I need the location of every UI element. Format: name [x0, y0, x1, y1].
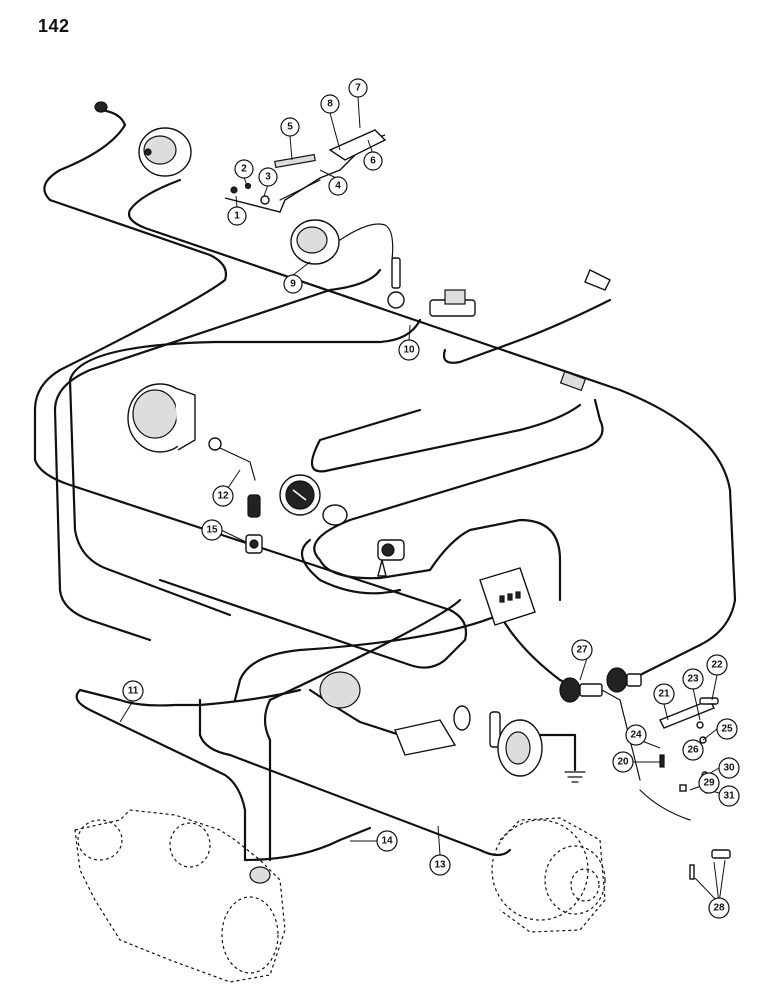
pilot-light-27 [559, 677, 641, 781]
leader-lines [119, 96, 726, 904]
bracket-hardware [639, 697, 719, 821]
callout-23: 23 [682, 668, 704, 690]
callout-3: 3 [258, 167, 278, 187]
callout-22-label: 22 [711, 660, 723, 671]
callout-20-label: 20 [617, 757, 629, 768]
sender-plug [94, 101, 108, 113]
callout-28-label: 28 [713, 903, 725, 914]
fuse-block [479, 567, 536, 626]
callout-10-label: 10 [403, 345, 415, 356]
alternator [491, 817, 606, 933]
callout-21: 21 [653, 683, 675, 705]
callout-8-label: 8 [327, 99, 333, 110]
fitting-15 [245, 534, 263, 554]
callout-12: 12 [212, 485, 234, 507]
callout-27-label: 27 [576, 645, 588, 656]
callout-29-label: 29 [703, 778, 715, 789]
light-switch [489, 711, 543, 777]
callout-13-label: 13 [434, 860, 446, 871]
callout-31: 31 [718, 785, 740, 807]
callout-5: 5 [280, 117, 300, 137]
callout-30-label: 30 [723, 763, 735, 774]
callout-28: 28 [708, 897, 730, 919]
gauge-9 [290, 219, 405, 309]
callout-14: 14 [376, 830, 398, 852]
callout-14-label: 14 [381, 836, 393, 847]
callout-9: 9 [283, 274, 303, 294]
callout-11-label: 11 [128, 686, 139, 697]
callout-9-label: 9 [290, 279, 296, 290]
callout-24: 24 [625, 724, 647, 746]
callout-13: 13 [429, 854, 451, 876]
page-number: 142 [38, 16, 70, 36]
callout-25: 25 [716, 718, 738, 740]
starter-motor [74, 809, 286, 983]
callout-12-label: 12 [217, 491, 229, 502]
callout-20: 20 [612, 751, 634, 773]
ground-symbol [564, 771, 586, 783]
callout-8: 8 [320, 94, 340, 114]
bracket-upper-right [559, 370, 587, 392]
callout-26-label: 26 [687, 745, 699, 756]
callout-1-label: 1 [234, 211, 240, 222]
callout-7-label: 7 [355, 83, 361, 94]
callout-26: 26 [682, 739, 704, 761]
hardware-28 [689, 849, 731, 880]
callout-30: 30 [718, 757, 740, 779]
callout-22: 22 [706, 654, 728, 676]
ammeter [279, 474, 348, 526]
callout-21-label: 21 [658, 689, 670, 700]
callout-6: 6 [363, 151, 383, 171]
callout-29: 29 [698, 772, 720, 794]
callout-10: 10 [398, 339, 420, 361]
callout-11: 11 [122, 680, 144, 702]
callout-15-label: 15 [206, 525, 218, 536]
callout-3-label: 3 [265, 172, 271, 183]
callout-2: 2 [234, 159, 254, 179]
tachometer [127, 383, 196, 453]
callout-24-label: 24 [630, 730, 642, 741]
callout-31-label: 31 [723, 791, 735, 802]
callout-5-label: 5 [287, 122, 293, 133]
gauge-top [138, 127, 192, 177]
sender-12 [208, 437, 261, 518]
pilot-light-right [606, 667, 642, 693]
callout-23-label: 23 [687, 674, 699, 685]
callout-4-label: 4 [335, 181, 341, 192]
callout-25-label: 25 [721, 724, 733, 735]
callout-15: 15 [201, 519, 223, 541]
wiring-harness [33, 108, 737, 862]
starter-switch [319, 671, 471, 756]
callout-1: 1 [227, 206, 247, 226]
connector-10 [429, 269, 611, 317]
callout-6-label: 6 [370, 156, 376, 167]
ignition-switch [377, 539, 405, 577]
callout-4: 4 [328, 176, 348, 196]
callout-2-label: 2 [241, 164, 247, 175]
callout-7: 7 [348, 78, 368, 98]
callout-27: 27 [571, 639, 593, 661]
